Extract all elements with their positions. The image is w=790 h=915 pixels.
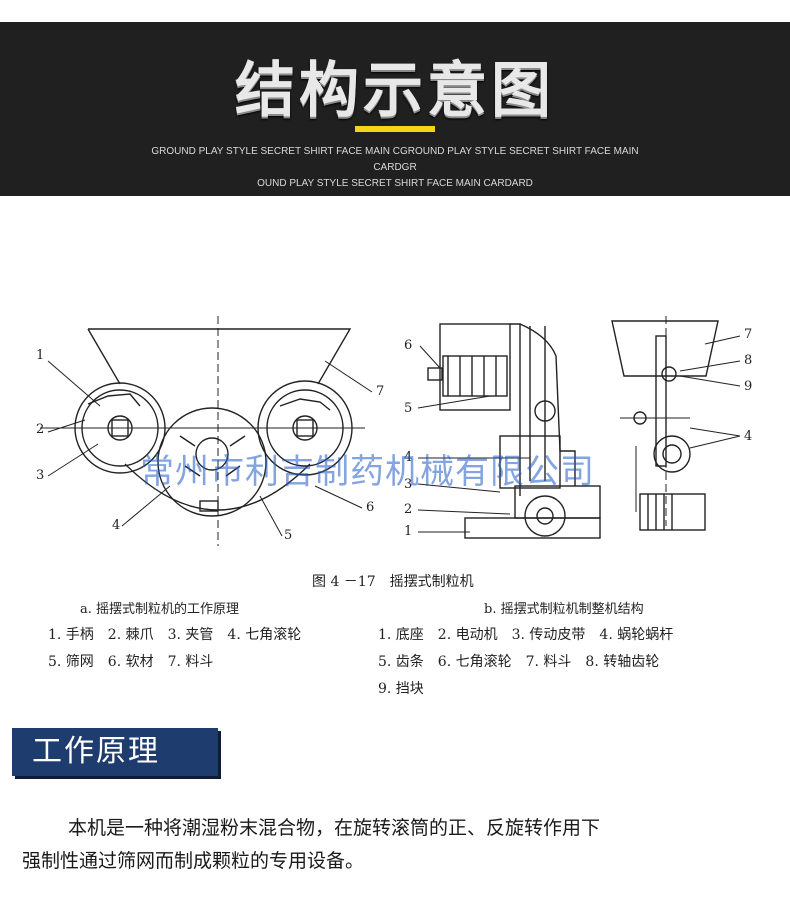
label-c-7: 7 — [744, 327, 753, 342]
description-paragraph: 本机是一种将潮湿粉末混合物，在旋转滚筒的正、反旋转作用下 强制性通过筛网而制成颗… — [22, 812, 772, 878]
legend-a-row1: 1. 手柄 2. 棘爪 3. 夹管 4. 七角滚轮 — [48, 627, 302, 643]
description-line1: 本机是一种将潮湿粉末混合物，在旋转滚筒的正、反旋转作用下 — [22, 812, 772, 845]
section-heading-box: 工作原理 — [12, 728, 218, 776]
label-a-1: 1 — [36, 348, 45, 363]
banner-subtitle-line1: GROUND PLAY STYLE SECRET SHIRT FACE MAIN… — [151, 146, 639, 173]
label-b-3: 3 — [404, 477, 413, 492]
legend-a-title: a. 摇摆式制粒机的工作原理 — [80, 602, 240, 617]
diagram-drawing — [40, 316, 741, 546]
header-banner — [0, 22, 790, 196]
top-margin — [0, 0, 790, 22]
figure-caption: 图 4 －17 摇摆式制粒机 — [312, 574, 474, 590]
diagram-b-front — [417, 323, 601, 539]
label-b-4: 4 — [404, 450, 413, 465]
diagram-a — [40, 316, 373, 546]
label-a-5: 5 — [284, 528, 293, 543]
label-a-4: 4 — [112, 518, 121, 533]
banner-title: 结构示意图 — [235, 56, 555, 126]
description-line1-text: 本机是一种将潮湿粉末混合物，在旋转滚筒的正、反旋转作用下 — [68, 817, 601, 839]
label-a-2: 2 — [36, 422, 45, 437]
label-b-1: 1 — [404, 524, 413, 539]
banner-subtitle-line2: OUND PLAY STYLE SECRET SHIRT FACE MAIN C… — [257, 178, 533, 189]
label-a-6: 6 — [366, 500, 375, 515]
banner-subtitle: GROUND PLAY STYLE SECRET SHIRT FACE MAIN… — [140, 144, 650, 192]
legend-b-title: b. 摇摆式制粒机制整机结构 — [484, 602, 644, 617]
company-watermark: 常州市利吉制药机械有限公司 — [140, 452, 595, 492]
label-c-8: 8 — [744, 353, 753, 368]
legend-a-row2: 5. 筛网 6. 软材 7. 料斗 — [48, 654, 214, 670]
label-b-5: 5 — [404, 401, 413, 416]
label-a-7: 7 — [376, 384, 385, 399]
label-a-3: 3 — [36, 468, 45, 483]
structure-diagram: 1 2 3 4 5 6 7 6 5 4 3 2 1 7 8 9 4 常州市利吉制… — [0, 196, 790, 716]
label-c-4: 4 — [744, 429, 753, 444]
legend-b-row2: 5. 齿条 6. 七角滚轮 7. 料斗 8. 转轴齿轮 — [378, 654, 660, 670]
diagram-b-side — [611, 316, 741, 531]
section-heading: 工作原理 — [32, 734, 160, 769]
description-line2: 强制性通过筛网而制成颗粒的专用设备。 — [22, 850, 365, 872]
label-c-9: 9 — [744, 379, 753, 394]
label-b-6: 6 — [404, 338, 413, 353]
banner-accent-bar — [355, 126, 435, 132]
legend-b-row1: 1. 底座 2. 电动机 3. 传动皮带 4. 蜗轮蜗杆 — [378, 627, 674, 643]
legend-b-row3: 9. 挡块 — [378, 681, 424, 697]
label-b-2: 2 — [404, 502, 413, 517]
